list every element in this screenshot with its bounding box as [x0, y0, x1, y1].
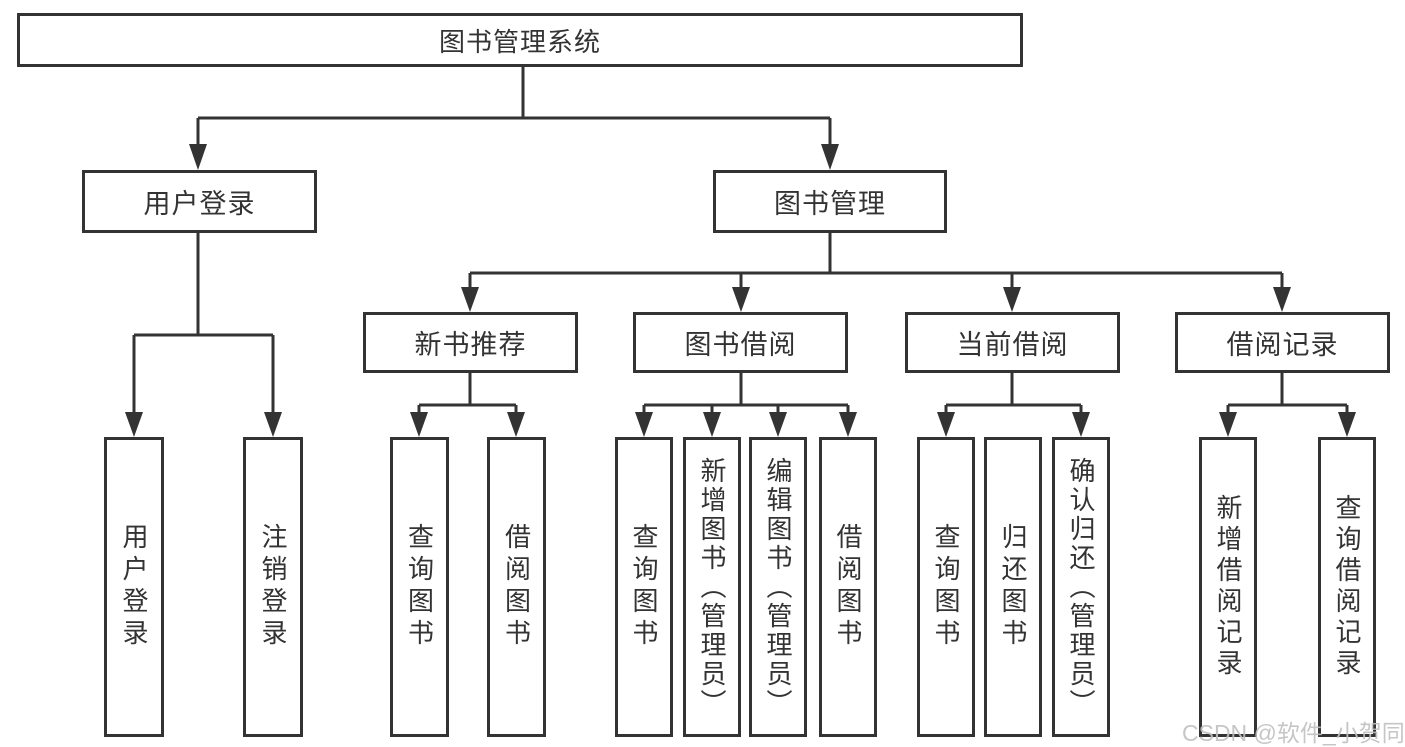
node-leaf-edit-book-admin-label: 编辑图书（管理员）: [763, 456, 793, 718]
node-leaf-logout-label: 注销登录: [258, 523, 288, 651]
node-leaf-confirm-return-admin-label: 确认归还（管理员）: [1066, 456, 1096, 718]
node-book-borrow-label: 图书借阅: [684, 330, 797, 360]
node-leaf-borrow-books-2: 借阅图书: [819, 437, 877, 737]
node-new-book-recommend: 新书推荐: [363, 312, 578, 373]
node-current-borrow-label: 当前借阅: [956, 330, 1069, 360]
node-borrow-records: 借阅记录: [1175, 312, 1390, 373]
node-leaf-query-borrow-record: 查询借阅记录: [1318, 437, 1376, 737]
arrowhead-icons: [125, 144, 1356, 437]
node-root-system-label: 图书管理系统: [438, 26, 601, 57]
node-leaf-return-books: 归还图书: [984, 437, 1042, 737]
node-leaf-query-books-2: 查询图书: [615, 437, 673, 737]
node-root-system: 图书管理系统: [17, 13, 1023, 67]
node-leaf-add-borrow-record: 新增借阅记录: [1199, 437, 1257, 737]
watermark: CSDN @软件_小贺同学: [1182, 720, 1405, 746]
node-leaf-add-book-admin-label: 新增图书（管理员）: [697, 456, 727, 718]
node-leaf-add-book-admin: 新增图书（管理员）: [683, 437, 741, 737]
node-leaf-query-books-3: 查询图书: [917, 437, 975, 737]
node-leaf-query-books-1: 查询图书: [390, 437, 449, 737]
node-leaf-user-login: 用户登录: [104, 437, 164, 737]
node-leaf-add-borrow-record-label: 新增借阅记录: [1213, 494, 1243, 680]
node-leaf-edit-book-admin: 编辑图书（管理员）: [749, 437, 807, 737]
node-leaf-query-books-2-label: 查询图书: [629, 523, 659, 651]
node-leaf-user-login-label: 用户登录: [119, 523, 149, 651]
node-user-login: 用户登录: [82, 170, 317, 233]
node-leaf-return-books-label: 归还图书: [998, 523, 1028, 651]
node-borrow-records-label: 借阅记录: [1226, 330, 1339, 360]
connector-stems: [132, 67, 1349, 413]
node-book-management: 图书管理: [713, 170, 947, 233]
node-leaf-confirm-return-admin: 确认归还（管理员）: [1052, 437, 1110, 737]
node-leaf-borrow-books-2-label: 借阅图书: [833, 523, 863, 651]
node-book-borrow: 图书借阅: [633, 312, 848, 373]
node-user-login-label: 用户登录: [143, 189, 256, 219]
node-leaf-query-books-3-label: 查询图书: [931, 523, 961, 651]
node-leaf-query-borrow-record-label: 查询借阅记录: [1332, 494, 1362, 680]
node-book-management-label: 图书管理: [774, 189, 886, 219]
node-leaf-borrow-books-1-label: 借阅图书: [501, 523, 532, 651]
node-leaf-query-books-1-label: 查询图书: [404, 523, 435, 651]
node-leaf-borrow-books-1: 借阅图书: [487, 437, 546, 737]
node-leaf-logout: 注销登录: [243, 437, 303, 737]
node-current-borrow: 当前借阅: [905, 312, 1120, 373]
node-new-book-recommend-label: 新书推荐: [414, 330, 527, 360]
